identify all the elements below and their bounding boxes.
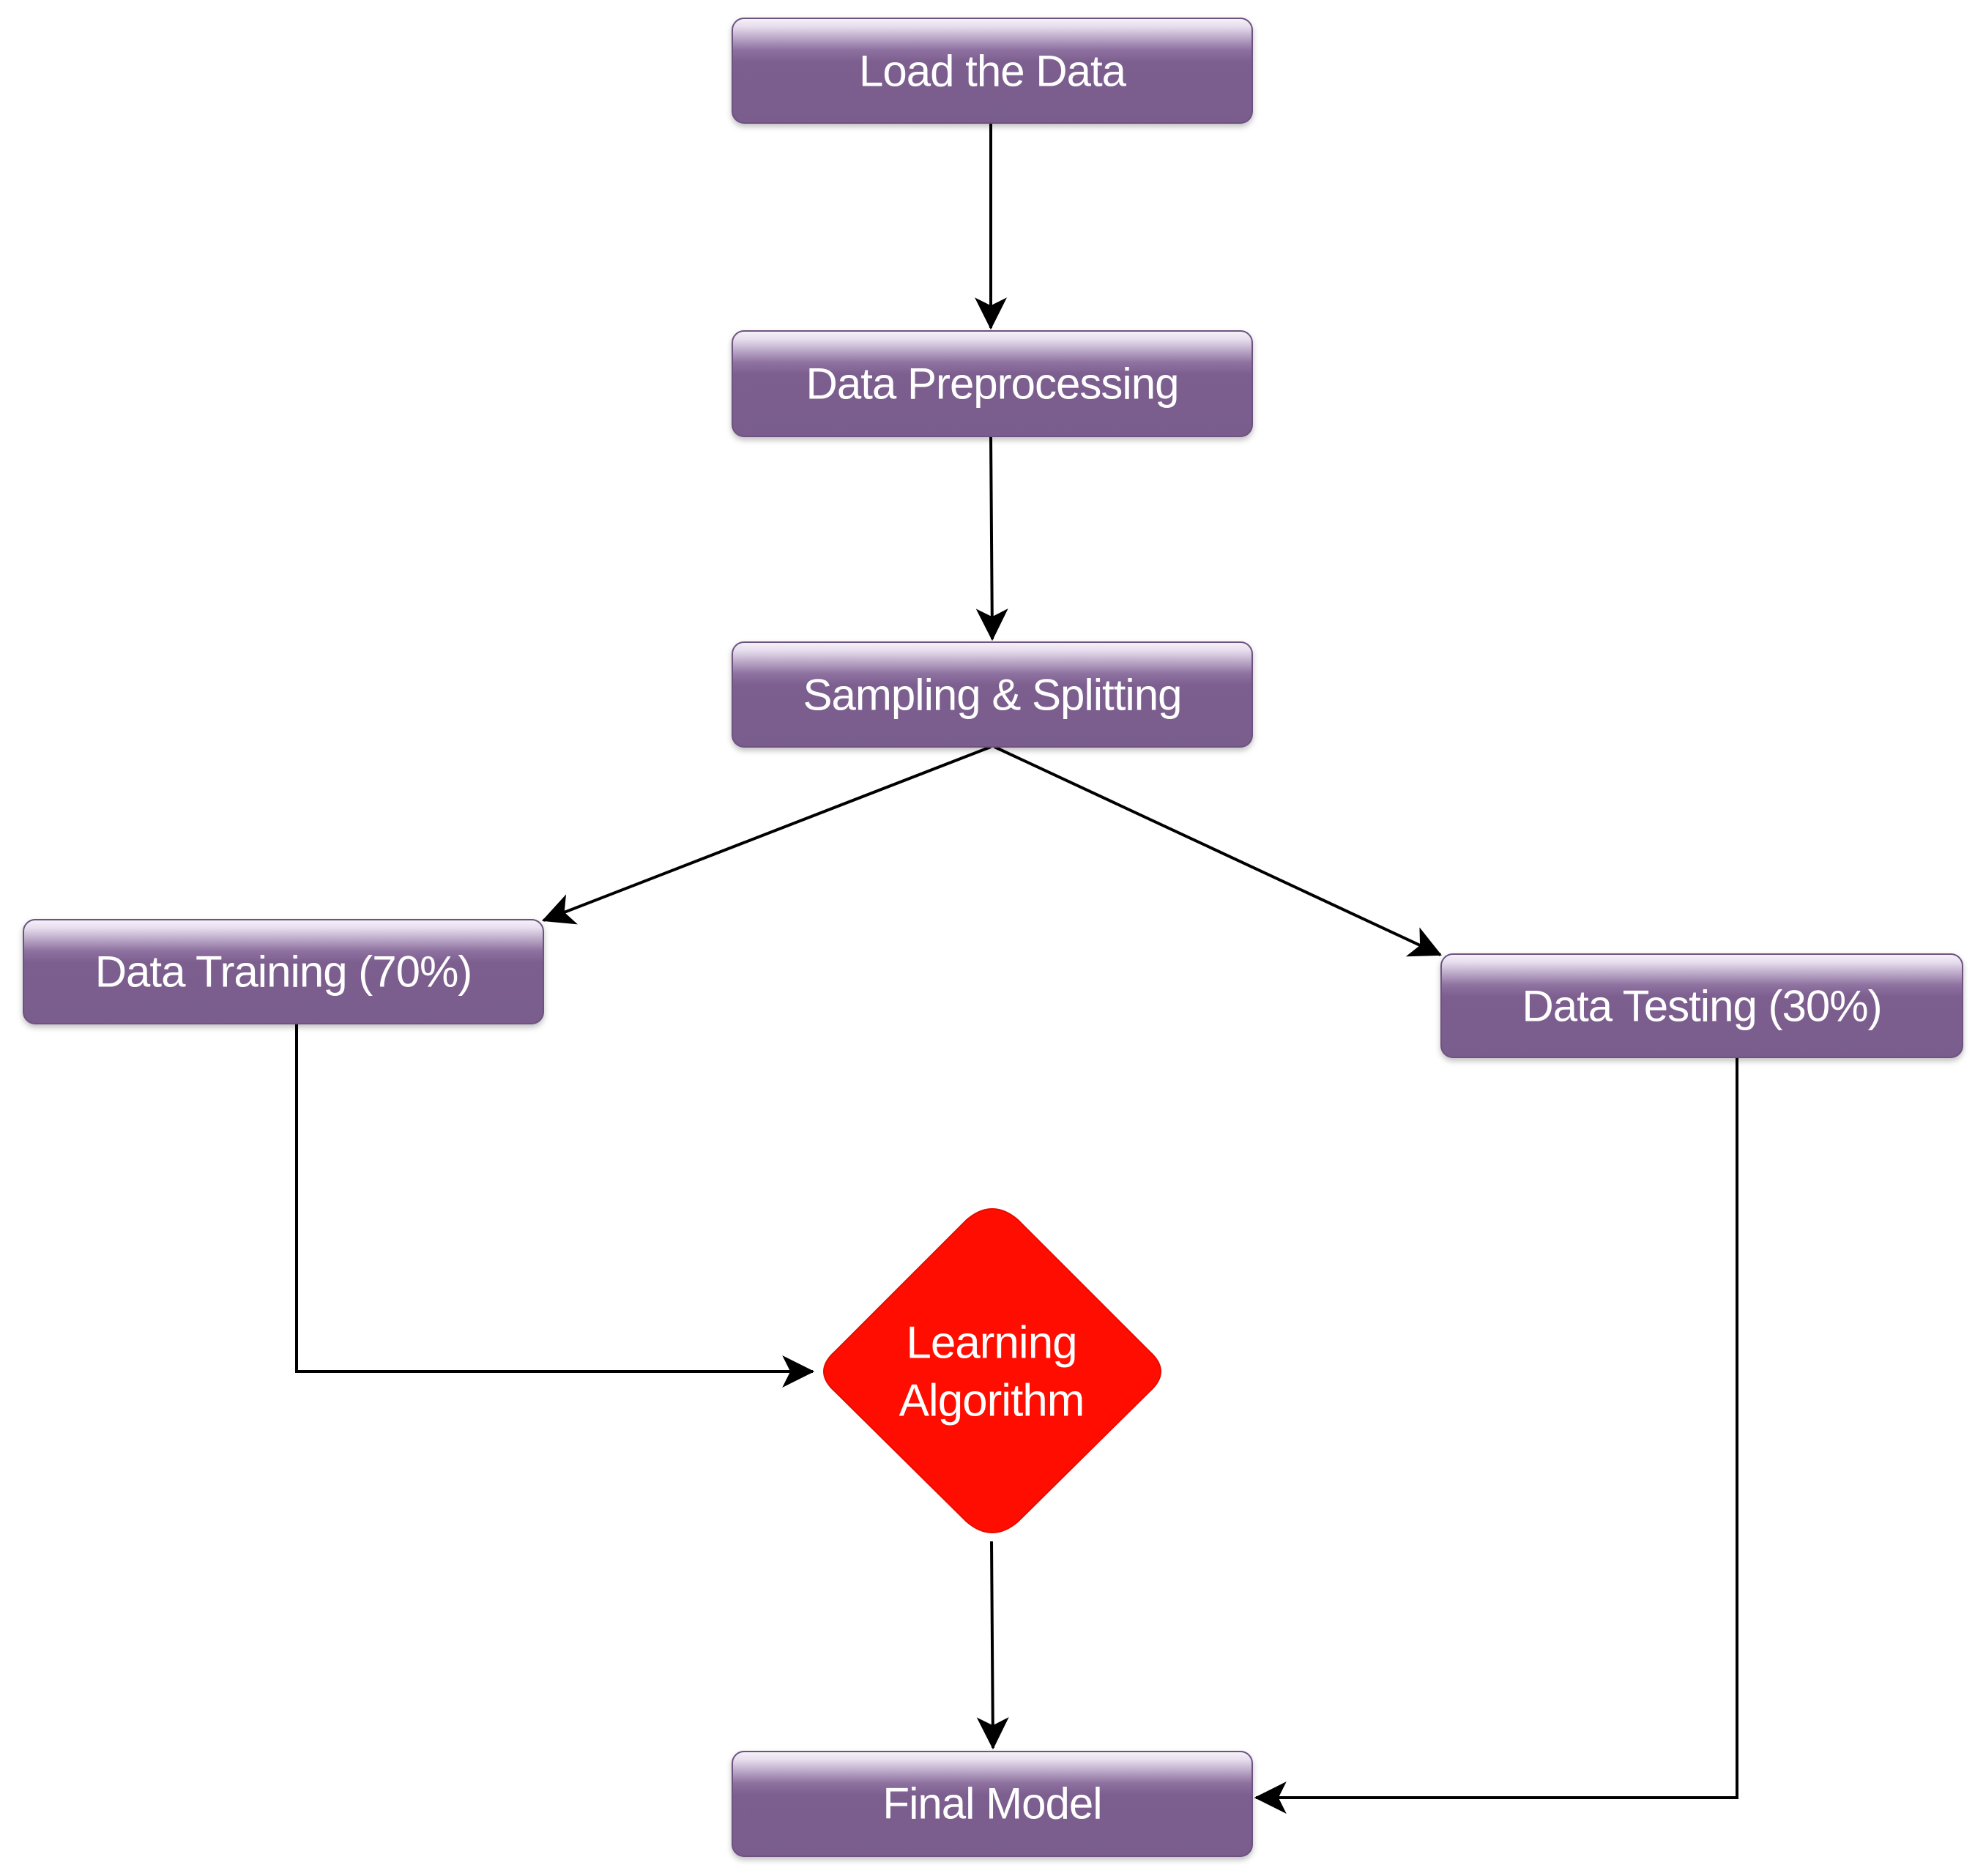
edge-train-to-algorithm	[295, 1024, 815, 1388]
node-label-split: Sampling & Splitting	[803, 671, 1182, 720]
node-final-model: Final Model	[732, 1751, 1253, 1857]
edge-split-to-train	[541, 745, 992, 925]
edge-algorithm-to-final	[976, 1541, 1009, 1750]
node-label-train: Data Training (70%)	[95, 948, 472, 997]
process-box	[1440, 953, 1963, 1058]
process-box	[732, 641, 1253, 748]
node-data-testing: Data Testing (30%)	[1440, 953, 1963, 1058]
process-box	[732, 330, 1253, 437]
node-sampling-splitting: Sampling & Splitting	[732, 641, 1253, 748]
edge-test-to-final	[1254, 1057, 1738, 1814]
node-label-final: Final Model	[882, 1779, 1101, 1828]
edge-preprocess-to-split	[975, 436, 1008, 641]
node-load-data: Load the Data	[732, 18, 1253, 124]
node-label-algorithm-line1: Learning	[906, 1318, 1076, 1369]
process-box	[732, 18, 1253, 124]
node-data-preprocessing: Data Preprocessing	[732, 330, 1253, 437]
edges	[295, 123, 1738, 1814]
node-label-preprocess: Data Preprocessing	[806, 360, 1179, 409]
node-data-training: Data Training (70%)	[23, 919, 544, 1024]
node-label-algorithm-line2: Algorithm	[899, 1376, 1085, 1426]
decision-diamond	[823, 1208, 1161, 1533]
node-label-load: Load the Data	[859, 47, 1127, 96]
node-label-test: Data Testing (30%)	[1522, 982, 1881, 1031]
edge-split-to-test	[994, 745, 1442, 957]
process-box	[23, 919, 544, 1024]
process-box	[732, 1751, 1253, 1857]
node-learning-algorithm: Learning Algorithm	[823, 1208, 1161, 1533]
